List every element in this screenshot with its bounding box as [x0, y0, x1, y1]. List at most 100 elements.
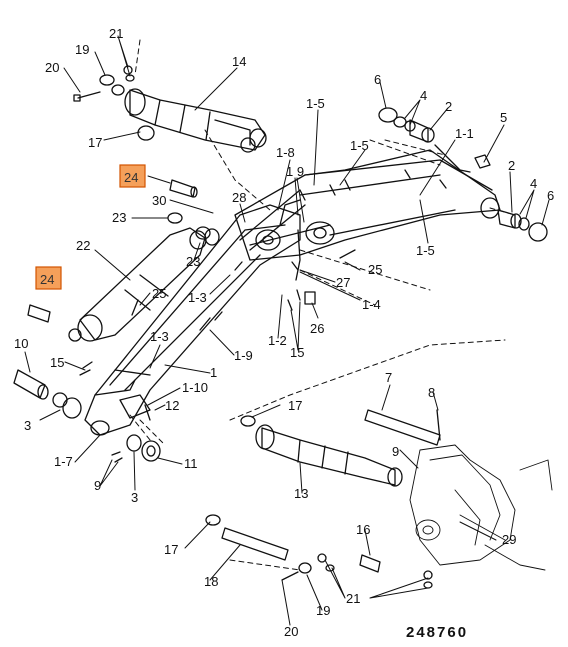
- callout-labels: 20 19 21 14 17 6 4 2 1-5 1-5 1-1 5 1-8 1…: [14, 26, 554, 639]
- pin-24b: [27, 304, 51, 323]
- dashed-leaders: [129, 39, 516, 571]
- callout-9: 9: [94, 478, 101, 493]
- callout-20: 20: [284, 624, 298, 639]
- callout-6: 6: [547, 188, 554, 203]
- callout-13: 13: [294, 486, 308, 501]
- callout-8: 8: [428, 385, 435, 400]
- nut-21e: [423, 581, 433, 589]
- callout-15: 15: [50, 355, 64, 370]
- callout-21: 21: [109, 26, 123, 41]
- top-right-bushings: [378, 107, 435, 143]
- callout-1-5: 1-5: [350, 138, 369, 153]
- callout-11: 11: [184, 456, 198, 471]
- callout-19: 19: [75, 42, 89, 57]
- callout-25: 25: [368, 262, 382, 277]
- callout-17: 17: [88, 135, 102, 150]
- callout-3: 3: [131, 490, 138, 505]
- callout-1-9: 1 9: [286, 164, 304, 179]
- callout-22: 22: [76, 238, 90, 253]
- callout-9: 9: [392, 444, 399, 459]
- nut-21d: [423, 570, 433, 580]
- callout-12: 12: [165, 398, 179, 413]
- callout-23: 23: [186, 254, 200, 269]
- highlight-box-24a: [119, 164, 146, 188]
- bolts-15: [79, 361, 93, 376]
- callout-4: 4: [530, 176, 537, 191]
- callout-1-3: 1-3: [150, 329, 169, 344]
- callout-2: 2: [508, 158, 515, 173]
- callout-7: 7: [385, 370, 392, 385]
- callout-24: 24: [40, 272, 54, 287]
- callout-1-9: 1-9: [234, 348, 253, 363]
- callout-29: 29: [502, 532, 516, 547]
- callout-1-10: 1-10: [182, 380, 208, 395]
- callout-21: 21: [346, 591, 360, 606]
- right-bushings: [474, 154, 548, 242]
- callout-15: 15: [290, 345, 304, 360]
- pin-24a-end: [190, 186, 198, 198]
- callout-24: 24: [124, 170, 138, 185]
- nut-21c: [325, 564, 335, 572]
- drawing-number: 248760: [406, 624, 468, 641]
- callout-18: 18: [204, 574, 218, 589]
- dipper-cylinder-22: [68, 227, 220, 342]
- callout-1-5: 1-5: [416, 243, 435, 258]
- bucket-cylinder-13: [240, 415, 403, 487]
- dipper-arm: [84, 204, 301, 436]
- callout-1-1: 1-1: [455, 126, 474, 141]
- bolt-25: [131, 299, 139, 316]
- callout-4: 4: [420, 88, 427, 103]
- bolt-8: [436, 409, 441, 441]
- pin-10-end: [37, 384, 49, 400]
- callout-1-4: 1-4: [362, 297, 381, 312]
- callout-3: 3: [24, 418, 31, 433]
- callout-6: 6: [374, 72, 381, 87]
- callout-1-8: 1-8: [276, 145, 295, 160]
- fitting-27: [291, 261, 299, 271]
- callout-27: 27: [336, 275, 350, 290]
- bolts-9a: [111, 451, 123, 463]
- callout-19: 19: [316, 603, 330, 618]
- bolt-27: [339, 249, 356, 259]
- bushing-11: [141, 440, 161, 462]
- boom-cylinder-14: [124, 88, 267, 153]
- pin-18: [221, 527, 289, 561]
- callout-1-5: 1-5: [306, 96, 325, 111]
- callout-10: 10: [14, 336, 28, 351]
- fittings-15b: [287, 289, 301, 311]
- callout-26: 26: [310, 321, 324, 336]
- callout-5: 5: [500, 110, 507, 125]
- callout-17: 17: [164, 542, 178, 557]
- callout-30: 30: [152, 193, 166, 208]
- highlight-box-24b: [35, 266, 62, 290]
- callout-23: 23: [112, 210, 126, 225]
- callout-1-7: 1-7: [54, 454, 73, 469]
- callout-28: 28: [232, 190, 246, 205]
- callout-1-2: 1-2: [268, 333, 287, 348]
- callout-16: 16: [356, 522, 370, 537]
- boom-arm: [234, 144, 501, 261]
- pin-7: [364, 409, 441, 446]
- washer-23a: [167, 212, 183, 224]
- nut-21b: [317, 553, 327, 563]
- washer-19b: [298, 562, 312, 574]
- bushing-3a: [52, 392, 68, 408]
- pin-16: [359, 554, 381, 573]
- bolt-20b: [281, 571, 299, 581]
- bucket-linkage: [409, 444, 553, 571]
- bushing-3b: [126, 434, 142, 452]
- callout-leaders: [24, 35, 550, 626]
- top-left-hardware: [73, 65, 155, 141]
- bushing-11-inner: [146, 445, 156, 457]
- callout-25: 25: [152, 286, 166, 301]
- fitting-26: [304, 291, 316, 305]
- callout-20: 20: [45, 60, 59, 75]
- bolt-12: [144, 404, 151, 421]
- callout-1-3: 1-3: [188, 290, 207, 305]
- callout-1: 1: [210, 365, 217, 380]
- callout-14: 14: [232, 54, 246, 69]
- washer-17c: [205, 514, 221, 526]
- pipe-lines: [239, 189, 306, 281]
- callout-17: 17: [288, 398, 302, 413]
